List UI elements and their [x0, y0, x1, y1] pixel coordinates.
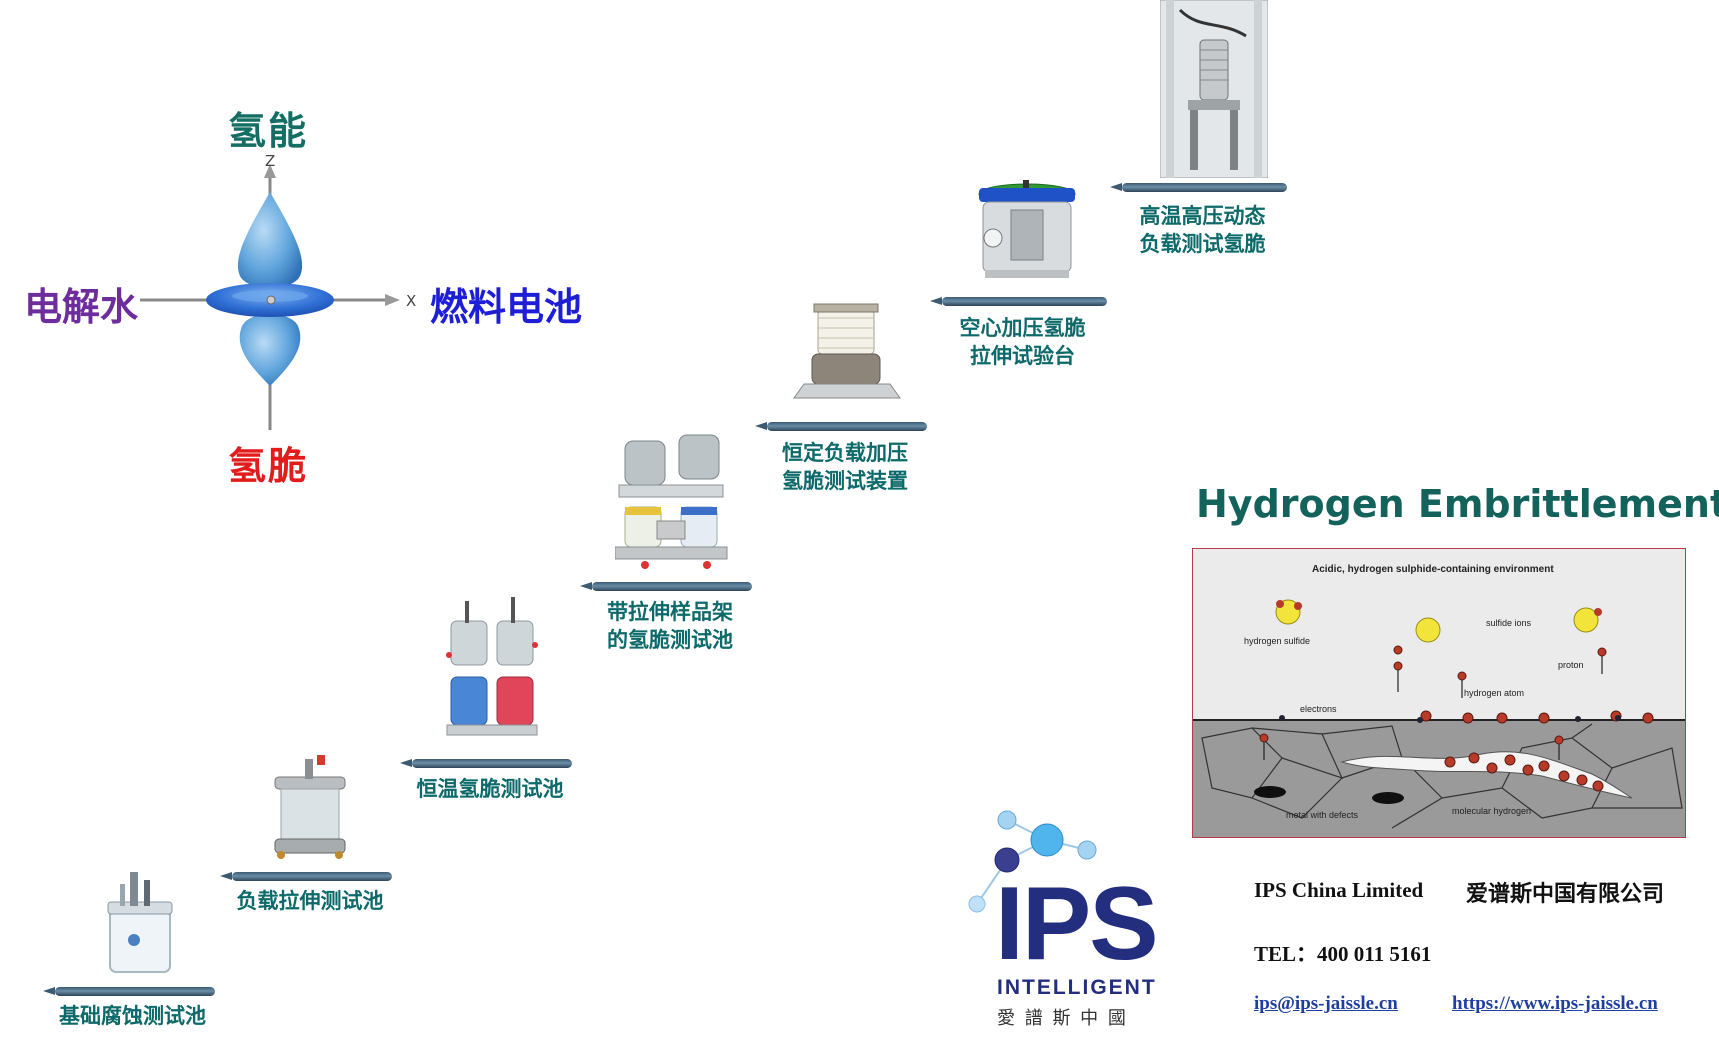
ips-logo: IPS INTELLIGENT 愛 譜 斯 中 國 [955, 808, 1175, 1033]
website-link[interactable]: https://www.ips-jaissle.cn [1452, 993, 1658, 1014]
step-3-bar [400, 759, 572, 768]
basic-corrosion-cell-image [107, 872, 173, 973]
step-7-bar [1110, 183, 1287, 192]
axis-label-bottom: 氢脆 [228, 444, 309, 488]
diagram-title-text: Acidic, hydrogen sulphide-containing env… [1312, 564, 1554, 575]
x-axis-arrow [385, 294, 400, 306]
label-sulfide-ions: sulfide ions [1486, 618, 1532, 628]
step-1-bar [43, 987, 215, 996]
step-2-bar [220, 872, 392, 881]
constant-temperature-cell-image [446, 597, 538, 736]
step-4-label: 带拉伸样品架 的氢脆测试池 [607, 600, 733, 652]
x-tick-label: X [406, 292, 417, 310]
z-axis-arrow [264, 164, 276, 178]
step-5-label: 恒定负载加压 氢脆测试装置 [782, 441, 908, 493]
step-6-bar [930, 297, 1107, 306]
hollow-pressurized-test-bench-image [978, 180, 1076, 278]
label-proton: proton [1558, 660, 1584, 670]
step-7-label: 高温高压动态 负载测试氢脆 [1139, 204, 1266, 256]
step-4: 带拉伸样品架 的氢脆测试池 [580, 425, 760, 670]
step-1-label: 基础腐蚀测试池 [59, 1004, 206, 1028]
logo-letters: IPS [995, 866, 1159, 982]
high-temp-high-pressure-rig-image [1160, 0, 1268, 178]
axis-label-left: 电解水 [24, 285, 139, 329]
company-name-en: IPS China Limited [1254, 878, 1424, 902]
email-link[interactable]: ips@ips-jaissle.cn [1254, 993, 1398, 1014]
step-6-label: 空心加压氢脆 拉伸试验台 [959, 316, 1086, 368]
step-6: 空心加压氢脆 拉伸试验台 [930, 180, 1115, 380]
label-hydrogen-sulfide: hydrogen sulfide [1244, 636, 1310, 646]
constant-load-pressure-device-image [793, 303, 901, 399]
orbital-graphic [140, 164, 400, 430]
step-7: 高温高压动态 负载测试氢脆 [1110, 0, 1295, 270]
telephone: TEL：400 011 5161 [1254, 942, 1432, 966]
step-4-bar [580, 582, 752, 591]
label-metal-with-defects: metal with defects [1286, 810, 1359, 820]
axis-label-right: 燃料电池 [430, 285, 583, 329]
step-3: 恒温氢脆测试池 [400, 595, 580, 815]
label-molecular-hydrogen: molecular hydrogen [1452, 806, 1531, 816]
step-5-bar [755, 422, 927, 431]
step-2: 负载拉伸测试池 [220, 750, 400, 930]
axis-label-top: 氢能 [228, 109, 309, 153]
load-tensile-cell-image [274, 755, 346, 859]
company-name-zh: 爱谱斯中国有限公司 [1466, 882, 1665, 907]
orbital-diagram [130, 150, 420, 450]
lower-lobe [239, 314, 301, 386]
step-2-label: 负载拉伸测试池 [236, 889, 384, 913]
step-1: 基础腐蚀测试池 [43, 860, 220, 1035]
embrittlement-title: Hydrogen Embrittlement [1196, 482, 1719, 526]
embrittlement-illustration: Acidic, hydrogen sulphide-containing env… [1191, 547, 1687, 839]
z-tick-label: Z [265, 152, 276, 170]
step-3-label: 恒温氢脆测试池 [416, 777, 564, 801]
tensile-specimen-holder-cell-image [615, 434, 728, 569]
molecule-icon [968, 810, 1097, 913]
logo-chinese: 愛 譜 斯 中 國 [997, 1008, 1128, 1029]
upper-lobe [237, 192, 303, 288]
label-electrons: electrons [1300, 704, 1337, 714]
logo-tagline: INTELLIGENT [997, 976, 1157, 999]
embrittlement-diagram: Acidic, hydrogen sulphide-containing env… [1191, 547, 1687, 839]
step-5: 恒定负载加压 氢脆测试装置 [755, 300, 935, 500]
label-hydrogen-atom: hydrogen atom [1464, 688, 1524, 698]
